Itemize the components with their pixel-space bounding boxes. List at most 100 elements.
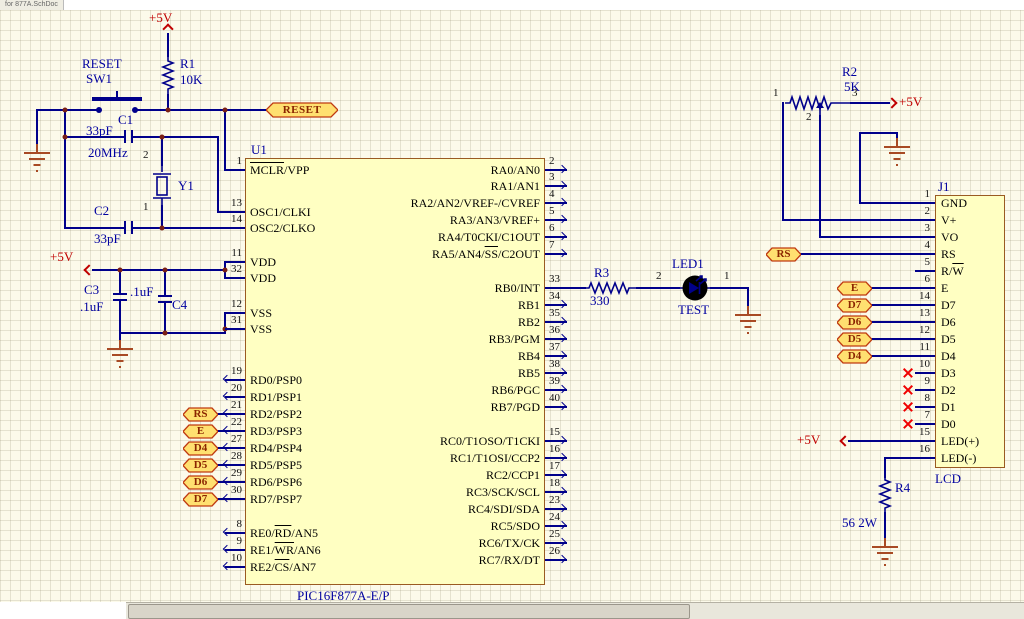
- net-flag-d7[interactable]: D7: [183, 492, 218, 507]
- net-flag-d4[interactable]: D4: [183, 441, 218, 456]
- wire[interactable]: [860, 132, 898, 134]
- pin-number: 7: [549, 240, 555, 251]
- net-flag-rs[interactable]: RS: [766, 247, 801, 262]
- pin-name: RC0/T1OSO/T1CKI: [250, 435, 540, 447]
- cap-plate: [158, 295, 172, 297]
- wire[interactable]: [850, 102, 890, 104]
- wire[interactable]: [859, 132, 861, 204]
- pin-name: RB6/PGC: [250, 384, 540, 396]
- wire[interactable]: [119, 332, 225, 334]
- horizontal-scrollbar[interactable]: [126, 602, 1024, 619]
- cap-plate: [124, 221, 126, 234]
- wire[interactable]: [871, 321, 916, 323]
- switch-stem: [116, 91, 118, 97]
- wire[interactable]: [871, 338, 916, 340]
- pin-name: V+: [941, 214, 956, 226]
- pin-stub: [915, 423, 935, 425]
- net-flag-e[interactable]: E: [183, 424, 218, 439]
- part-number-u1: PIC16F877A-E/P: [297, 589, 389, 602]
- wire[interactable]: [884, 457, 916, 459]
- power-port-5v[interactable]: +5V: [50, 250, 73, 263]
- pin-stub: [915, 372, 935, 374]
- wire[interactable]: [119, 300, 121, 333]
- pin-name: D0: [941, 418, 956, 430]
- wire[interactable]: [782, 219, 916, 221]
- wire[interactable]: [162, 136, 219, 138]
- wire[interactable]: [65, 227, 124, 229]
- power-port-5v[interactable]: +5V: [149, 11, 172, 24]
- resistor-r1[interactable]: [160, 57, 176, 95]
- net-flag-d5[interactable]: D5: [837, 332, 872, 347]
- wire[interactable]: [133, 136, 162, 138]
- resistor-r4[interactable]: [877, 476, 893, 514]
- capacitor-c3[interactable]: [113, 293, 127, 301]
- net-flag-rs[interactable]: RS: [183, 407, 218, 422]
- wire[interactable]: [137, 109, 267, 111]
- wire[interactable]: [64, 109, 66, 229]
- wire[interactable]: [800, 253, 916, 255]
- wire[interactable]: [782, 102, 784, 221]
- crystal-y1[interactable]: [150, 164, 174, 208]
- potentiometer-r2[interactable]: [785, 92, 855, 118]
- wire[interactable]: [884, 457, 886, 478]
- pin-number: 2: [898, 206, 930, 217]
- designator-r4: R4: [895, 481, 910, 494]
- pin-name: D1: [941, 401, 956, 413]
- pin-name: RC2/CCP1: [250, 469, 540, 481]
- document-tab[interactable]: for 877A.SchDoc: [0, 0, 64, 10]
- push-button-sw1[interactable]: [92, 91, 142, 113]
- net-flag-d6[interactable]: D6: [837, 315, 872, 330]
- wire[interactable]: [636, 287, 680, 289]
- junction-dot: [118, 268, 123, 273]
- power-port-5v[interactable]: +5V: [899, 95, 922, 108]
- led1[interactable]: [679, 272, 711, 304]
- wire[interactable]: [871, 304, 916, 306]
- wire[interactable]: [871, 355, 916, 357]
- wire[interactable]: [164, 269, 166, 296]
- net-flag-reset[interactable]: RESET: [266, 102, 338, 118]
- pin-number: 1: [210, 156, 242, 167]
- power-port-5v[interactable]: +5V: [797, 433, 820, 446]
- net-flag-d6[interactable]: D6: [183, 475, 218, 490]
- wire[interactable]: [36, 109, 38, 146]
- wire[interactable]: [819, 236, 916, 238]
- wire[interactable]: [848, 440, 916, 442]
- wire[interactable]: [747, 287, 749, 308]
- pin-number: 4: [898, 240, 930, 251]
- label-reset: RESET: [82, 57, 122, 70]
- wire[interactable]: [92, 269, 225, 271]
- value-c4: .1uF: [130, 285, 153, 298]
- pin-name: RA0/AN0: [250, 164, 540, 176]
- wire[interactable]: [884, 512, 886, 540]
- wire[interactable]: [133, 227, 162, 229]
- capacitor-c1[interactable]: [124, 130, 133, 143]
- wire[interactable]: [871, 287, 916, 289]
- net-flag-d4[interactable]: D4: [837, 349, 872, 364]
- value-y1: 20MHz: [88, 146, 128, 159]
- wire[interactable]: [819, 115, 821, 238]
- scrollbar-thumb[interactable]: [128, 604, 690, 619]
- pin-number: 12: [210, 299, 242, 310]
- pin-number: 17: [549, 461, 560, 472]
- wire[interactable]: [566, 287, 586, 289]
- capacitor-c4[interactable]: [158, 295, 172, 303]
- cap-plate: [158, 301, 172, 303]
- pin-stub: [225, 169, 245, 171]
- pin-name: D4: [941, 350, 956, 362]
- wire[interactable]: [161, 136, 163, 166]
- wire[interactable]: [164, 302, 166, 334]
- net-flag-d5[interactable]: D5: [183, 458, 218, 473]
- no-erc-marker-icon: [903, 402, 913, 412]
- wire[interactable]: [119, 269, 121, 294]
- wire[interactable]: [860, 202, 916, 204]
- pin-number: 25: [549, 529, 560, 540]
- net-flag-d7[interactable]: D7: [837, 298, 872, 313]
- pin-stub: [915, 270, 935, 272]
- pin-stub: [915, 389, 935, 391]
- wire[interactable]: [167, 33, 169, 57]
- capacitor-c2[interactable]: [124, 221, 133, 234]
- net-flag-e[interactable]: E: [837, 281, 872, 296]
- pin-name: R/W: [941, 265, 964, 277]
- pin-name: RB0/INT: [250, 282, 540, 294]
- wire[interactable]: [710, 287, 748, 289]
